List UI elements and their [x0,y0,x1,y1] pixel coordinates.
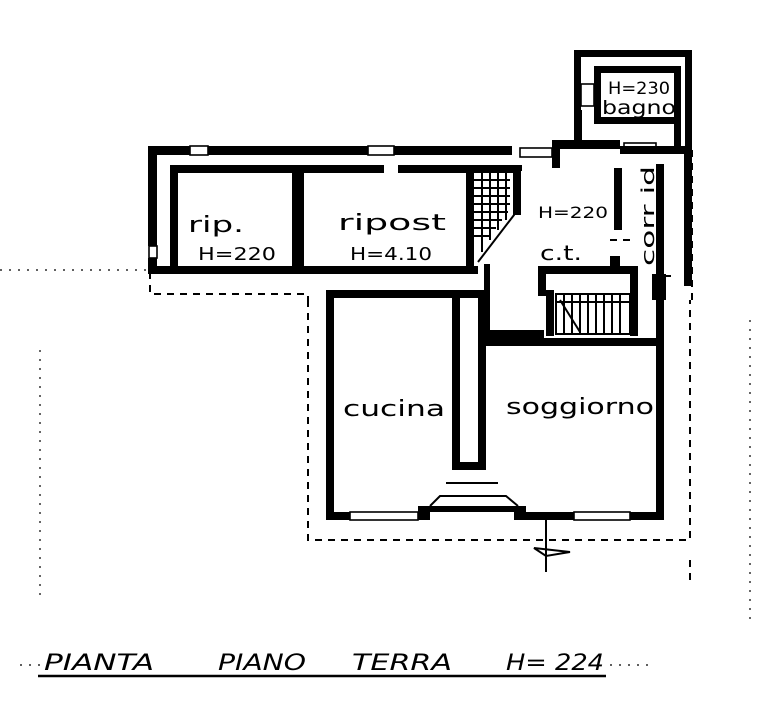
rip-height-label: H=220 [198,244,276,265]
bagno-label: bagno [602,97,676,119]
upper-windows [148,145,553,259]
hall-height-label: H=220 [538,203,608,222]
background-dots [0,269,751,666]
lower-walls [326,290,664,520]
caption-word-terra: TERRA [352,651,452,676]
lower-windows [349,482,631,521]
lower-stair [555,293,631,335]
soggiorno-label: soggiorno [506,395,654,420]
corridor-label: corr id [638,166,659,266]
upper-walls [148,140,620,274]
entry-arrow [533,512,571,572]
ripost-label: ripost [338,211,447,236]
corridor-dashes [610,239,676,277]
ct-label: c.t. [540,241,582,265]
ripost-height-label: H=4.10 [350,244,432,265]
caption-word-piano: PIANO [218,651,306,676]
hall-walls [474,146,692,338]
caption-height: H= 224 [506,651,604,676]
caption-word-pianta: PIANTA [44,651,154,676]
plan-caption: PIANTA PIANO TERRA H= 224 [38,651,606,678]
rip-label: rip. [188,213,244,238]
bagno-height-label: H=230 [608,79,670,99]
outer-dashes [307,150,693,580]
upper-stair [474,171,515,263]
cucina-label: cucina [343,397,445,422]
